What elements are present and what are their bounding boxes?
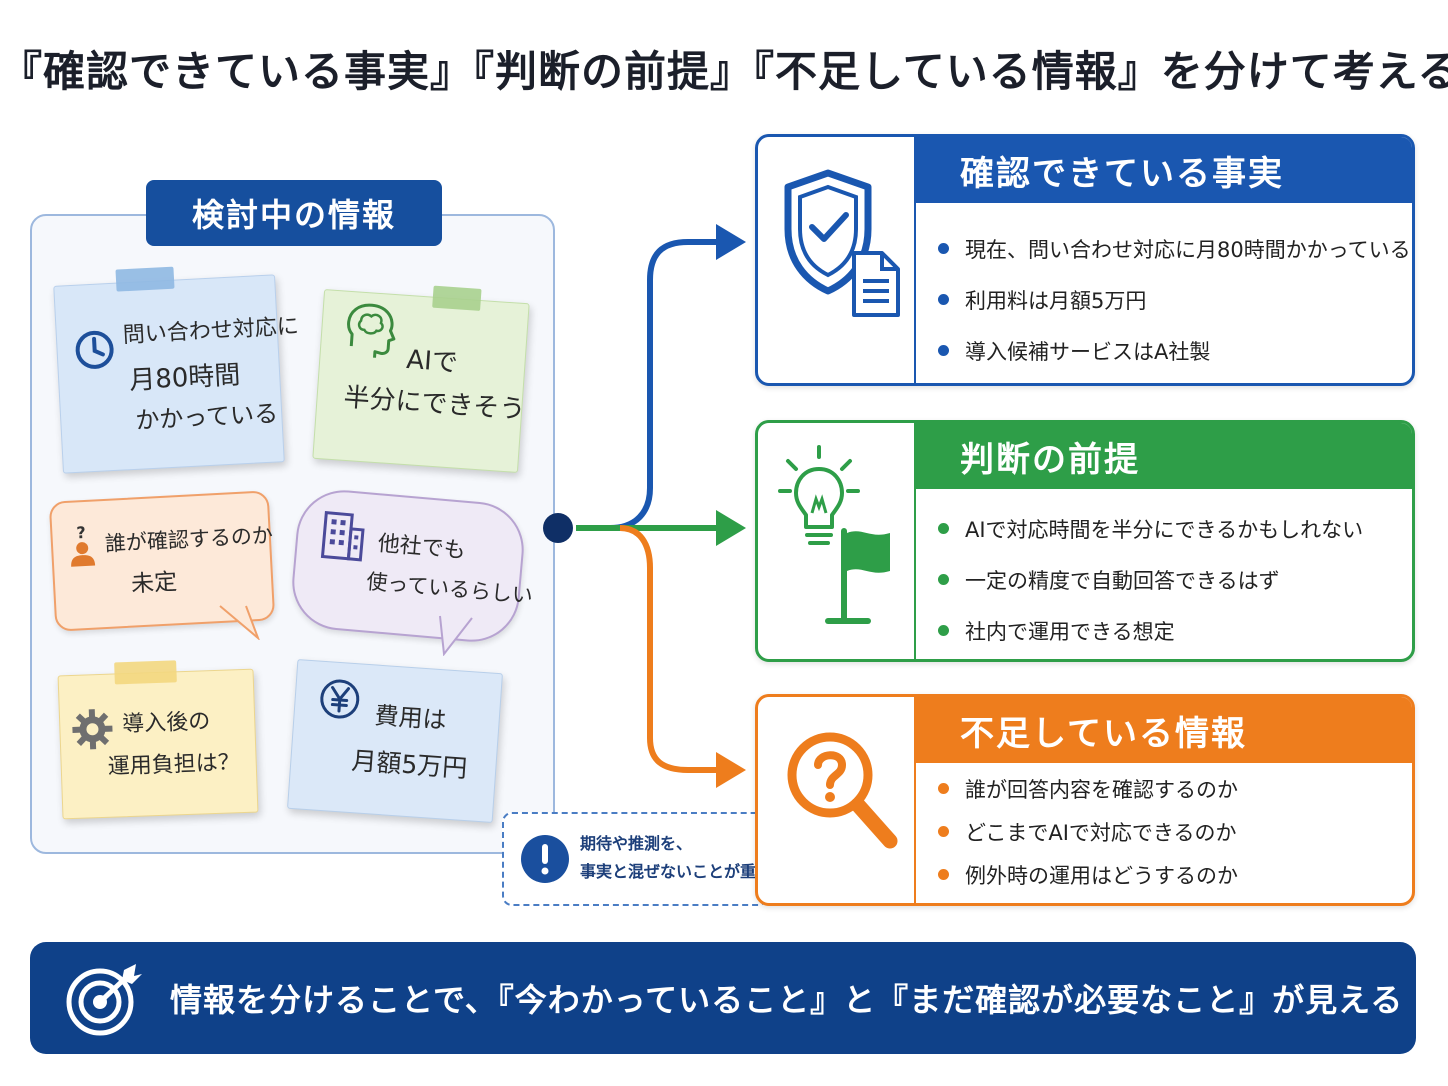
- card-premises-title: 判断の前提: [916, 423, 1412, 489]
- facts-list: 現在、問い合わせ対応に月80時間かかっている 利用料は月額5万円 導入候補サービ…: [938, 223, 1411, 376]
- note-others-line2: 使っているらしい: [365, 569, 534, 608]
- callout-line2: 事実と混ぜないことが重要: [580, 862, 773, 881]
- note-time-line1: 問い合わせ対応に: [122, 314, 300, 349]
- branch-connector: [543, 224, 746, 788]
- building-icon: [320, 511, 365, 562]
- magnifier-question-icon: [787, 732, 898, 849]
- note-ops-line2: 運用負担は？: [107, 750, 241, 780]
- note-cost: 費用は 月額5万円: [287, 658, 503, 824]
- note-ops-line1: 導入後の: [121, 709, 211, 738]
- bottom-banner: 情報を分けることで、『今わかっていること』と『まだ確認が必要なこと』が見える: [30, 942, 1416, 1054]
- premises-list: AIで対応時間を半分にできるかもしれない 一定の精度で自動回答できるはず 社内で…: [938, 503, 1363, 656]
- card-facts-title: 確認できている事実: [916, 137, 1412, 203]
- note-ops: 導入後の 運用負担は？: [57, 660, 259, 820]
- note-ai-line1: AIで: [405, 344, 459, 379]
- clock-icon: [75, 330, 114, 369]
- note-time: 問い合わせ対応に 月80時間 かかっている: [53, 266, 299, 474]
- note-time-line3: かかっている: [134, 399, 279, 435]
- list-item: 例外時の運用はどうするのか: [938, 853, 1238, 896]
- note-who: ? 誰が確認するのか 未定: [48, 490, 276, 632]
- exclamation-icon: [521, 835, 569, 883]
- gear-icon: [72, 709, 113, 750]
- document-icon: [852, 251, 900, 317]
- callout-line1: 期待や推測を、: [580, 834, 693, 853]
- note-others-line1: 他社でも: [376, 531, 467, 564]
- lightbulb-icon: [778, 445, 860, 545]
- list-item: 社内で運用できる想定: [938, 605, 1363, 656]
- person-question-icon: ?: [71, 523, 96, 567]
- speech-bubble-tail: [219, 604, 260, 640]
- brain-head-icon: [347, 303, 396, 358]
- note-ai-line2: 半分にできそう: [342, 382, 527, 426]
- svg-text:?: ?: [76, 523, 86, 542]
- note-who-line1: 誰が確認するのか: [104, 523, 274, 556]
- list-item: 利用料は月額5万円: [938, 274, 1411, 325]
- note-others: 他社でも 使っているらしい: [288, 486, 534, 646]
- left-panel-title: 検討中の情報: [146, 180, 442, 246]
- list-item: 一定の精度で自動回答できるはず: [938, 554, 1363, 605]
- card-judgment-premises: 判断の前提 AIで対応時間を半分にできるかもしれない 一定の精度で自動回答できる…: [755, 420, 1415, 662]
- list-item: AIで対応時間を半分にできるかもしれない: [938, 503, 1363, 554]
- cloud-bubble-tail: [439, 613, 473, 656]
- note-cost-line2: 月額5万円: [350, 746, 469, 784]
- list-item: 誰が回答内容を確認するのか: [938, 767, 1238, 810]
- list-item: 導入候補サービスはA社製: [938, 325, 1411, 376]
- list-item: 現在、問い合わせ対応に月80時間かかっている: [938, 223, 1411, 274]
- target-icon: [66, 964, 142, 1036]
- card-missing-info: 不足している情報 誰が回答内容を確認するのか どこまでAIで対応できるのか 例外…: [755, 694, 1415, 906]
- list-item: どこまでAIで対応できるのか: [938, 810, 1238, 853]
- bottom-banner-text: 情報を分けることで、『今わかっていること』と『まだ確認が必要なこと』が見える: [170, 981, 1404, 1019]
- shield-check-icon: [784, 169, 872, 295]
- card-missing-title: 不足している情報: [916, 697, 1412, 763]
- card-confirmed-facts: 確認できている事実 現在、問い合わせ対応に月80時間かかっている 利用料は月額5…: [755, 134, 1415, 386]
- missing-list: 誰が回答内容を確認するのか どこまでAIで対応できるのか 例外時の運用はどうする…: [938, 767, 1238, 896]
- page-title: 『確認できている事実』『判断の前提』『不足している情報』を分けて考える: [0, 47, 1448, 96]
- note-ai: AIで 半分にできそう: [312, 285, 530, 473]
- yen-icon: [320, 679, 360, 719]
- note-cost-line1: 費用は: [373, 701, 448, 735]
- callout-note: 期待や推測を、 事実と混ぜないことが重要: [502, 812, 772, 906]
- flag-icon: [825, 528, 890, 624]
- note-who-line2: 未定: [130, 569, 178, 598]
